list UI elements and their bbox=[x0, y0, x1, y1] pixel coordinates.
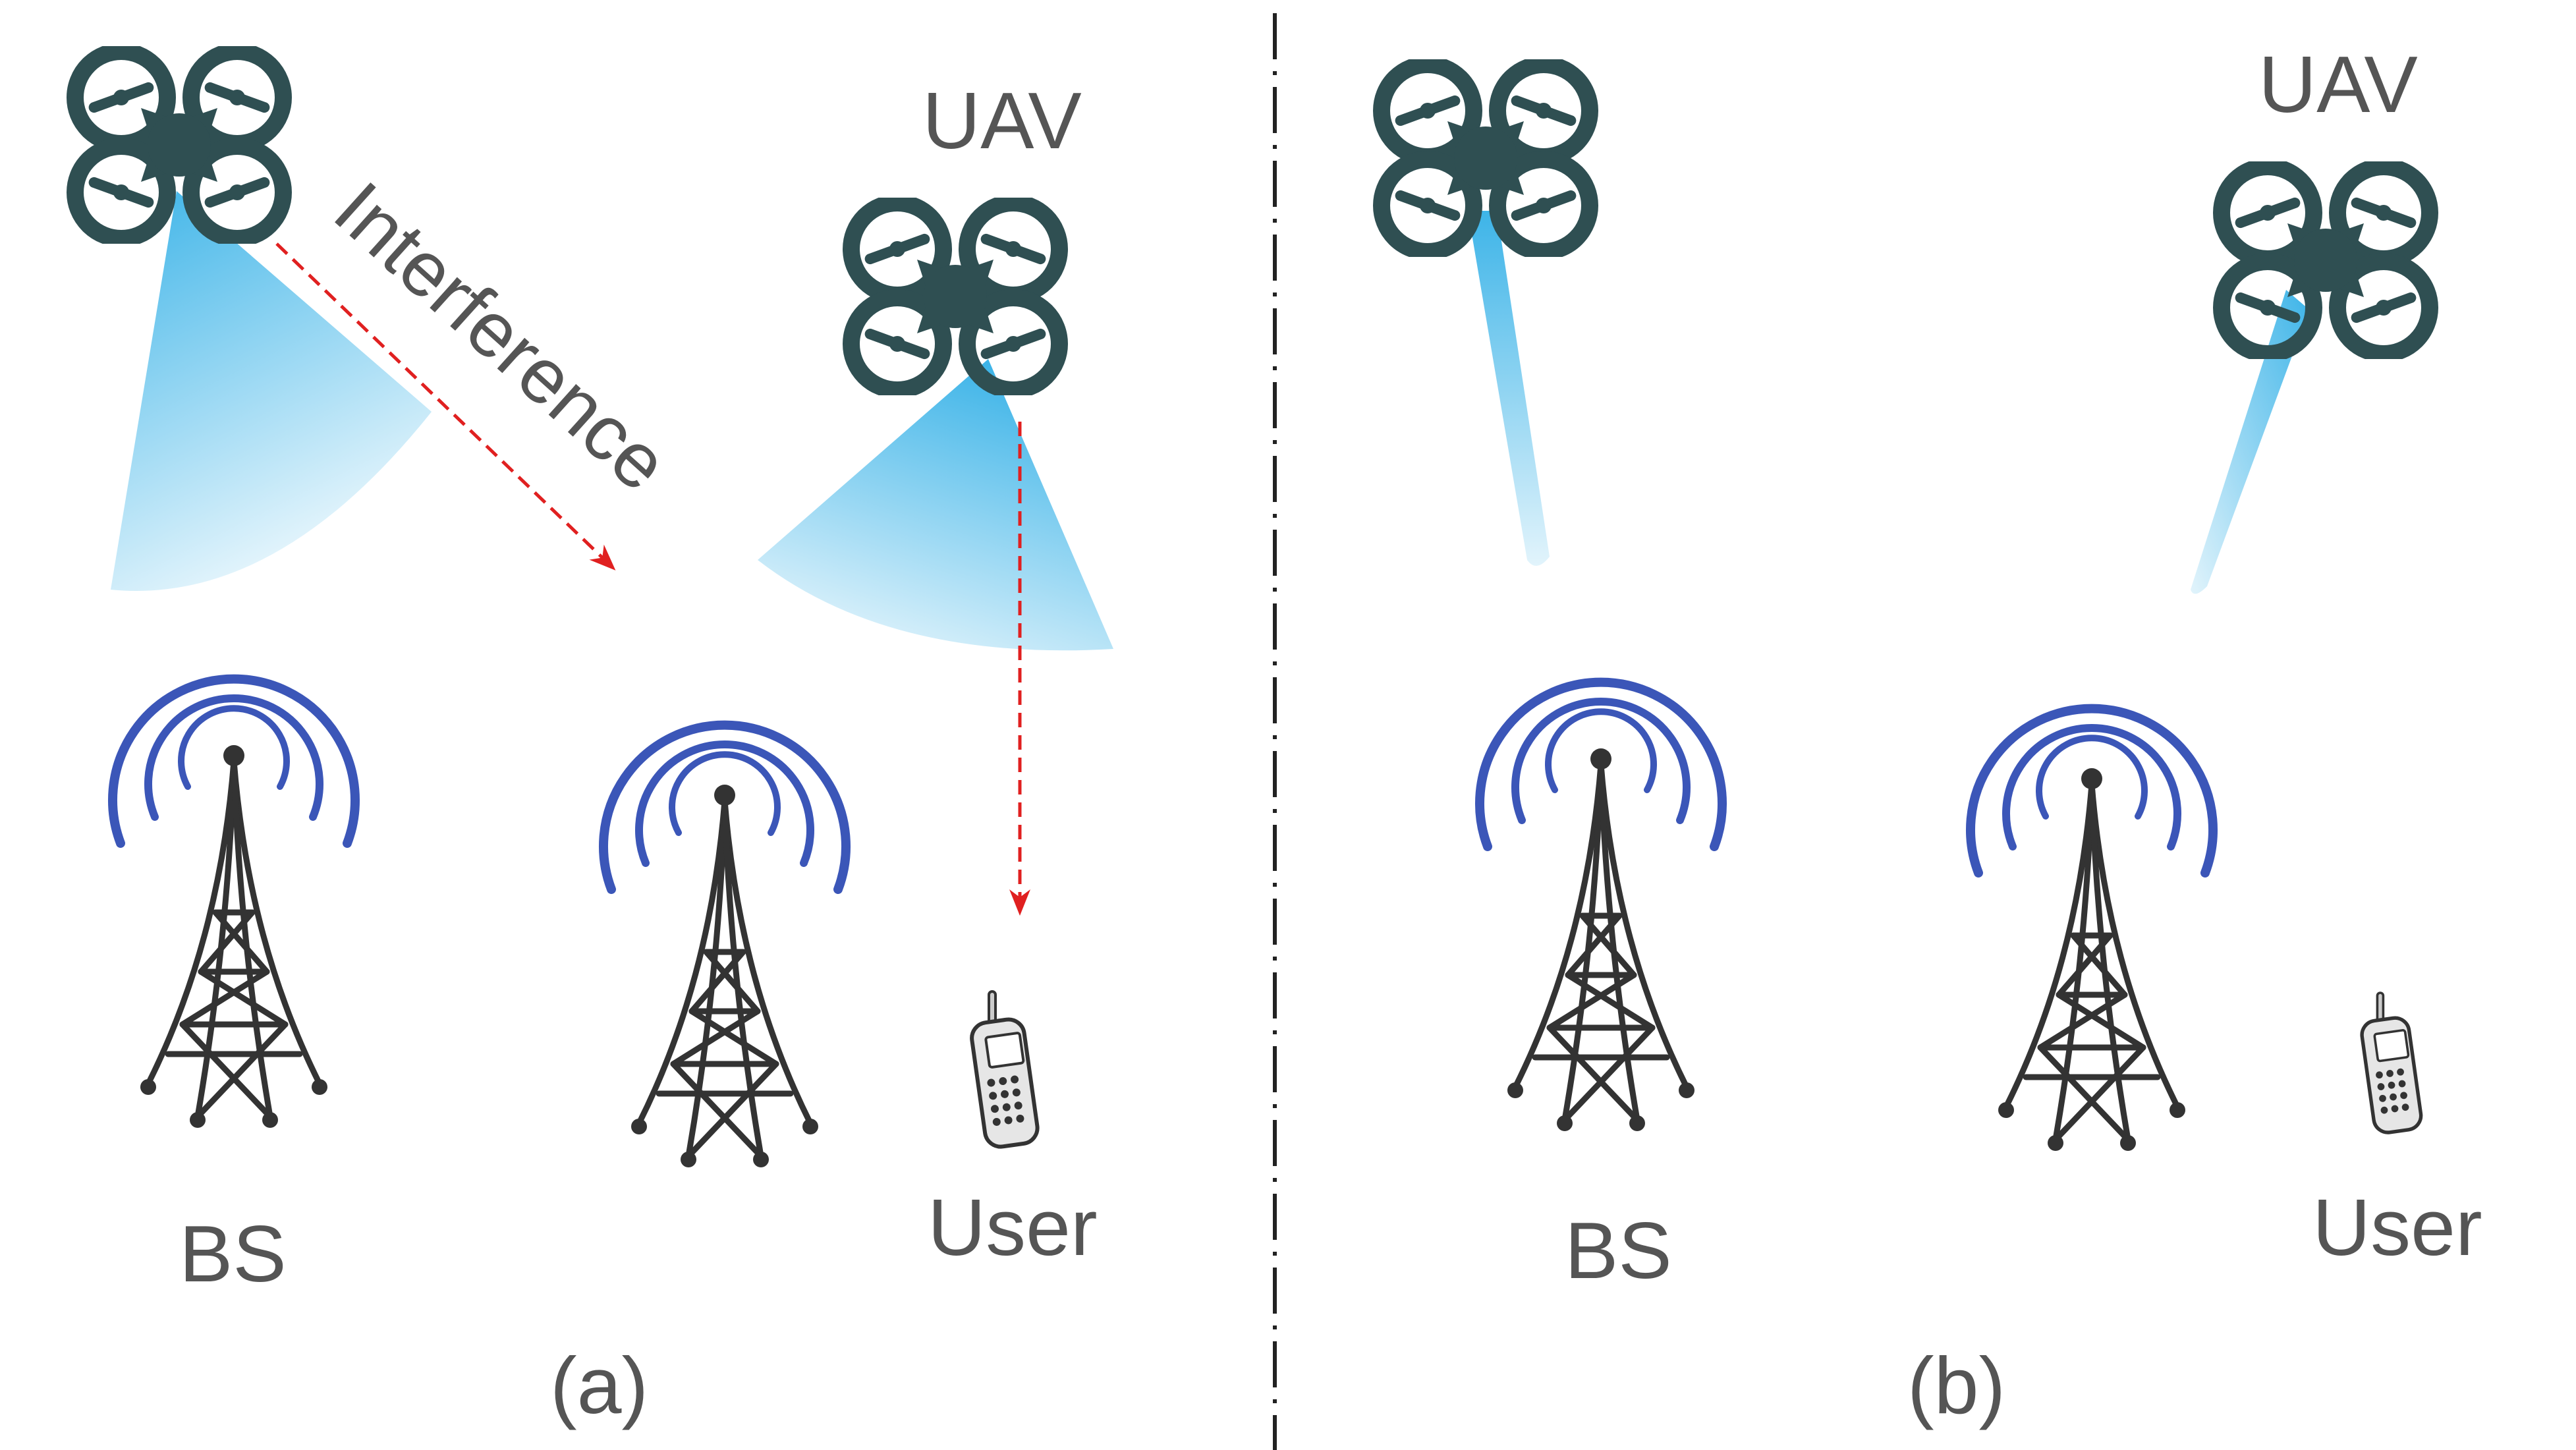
uav-label: UAV bbox=[2258, 40, 2418, 129]
tower-icon bbox=[631, 785, 818, 1167]
tower-icon bbox=[1507, 748, 1694, 1131]
narrow-beam-1 bbox=[1468, 211, 1550, 566]
panel-caption-a: (a) bbox=[550, 1341, 648, 1430]
phone-icon bbox=[2360, 993, 2422, 1134]
panel-a: Interference UAV BS User (a) bbox=[75, 51, 1113, 1430]
bs-label: BS bbox=[179, 1209, 287, 1298]
phone-icon bbox=[970, 991, 1040, 1149]
panel-b: UAV BS User (b) bbox=[1382, 40, 2482, 1430]
narrow-beam-2 bbox=[2191, 290, 2309, 594]
drone-icon bbox=[851, 203, 1059, 390]
user-label: User bbox=[2312, 1183, 2482, 1272]
panel-caption-b: (b) bbox=[1907, 1341, 2005, 1430]
uav-label: UAV bbox=[922, 76, 1082, 165]
wide-beam-2 bbox=[758, 359, 1113, 651]
tower-icon bbox=[1998, 768, 2185, 1151]
wide-beam-1 bbox=[111, 191, 432, 591]
bs-label: BS bbox=[1565, 1206, 1672, 1295]
user-label: User bbox=[928, 1183, 1098, 1272]
interference-arrow bbox=[275, 242, 616, 571]
tower-icon bbox=[140, 745, 327, 1128]
drone-icon bbox=[2222, 167, 2430, 354]
